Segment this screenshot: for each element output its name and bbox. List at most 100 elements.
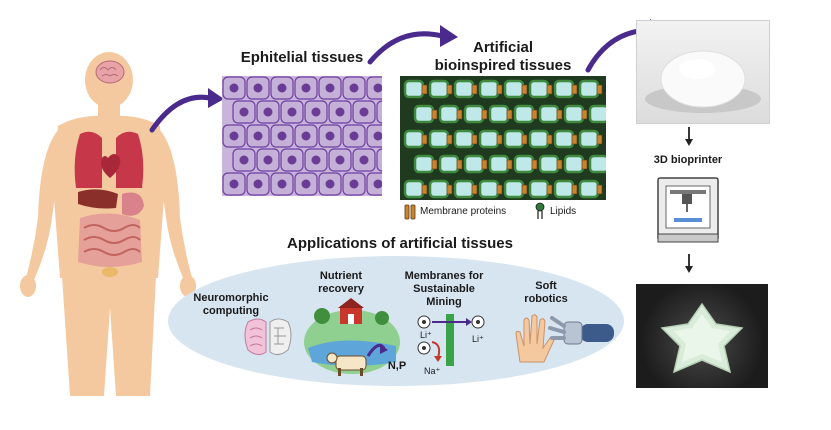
artificial-cell	[538, 154, 560, 174]
artificial-cell	[538, 104, 560, 124]
membrane-protein-icon	[404, 204, 416, 220]
membrane-protein	[496, 84, 503, 95]
membrane-protein	[556, 109, 563, 120]
artificial-cell	[588, 154, 606, 174]
membrane-protein	[431, 159, 438, 170]
membranes-label-1: Membranes for	[404, 270, 484, 282]
arrow-epithelial-to-artificial	[367, 25, 458, 65]
membrane-protein	[456, 109, 463, 120]
membranes-label-2: Sustainable	[413, 283, 475, 295]
membrane-protein	[531, 109, 538, 120]
cell-nucleus	[229, 131, 239, 141]
membrane-protein	[471, 84, 478, 95]
membrane-protein	[446, 134, 453, 145]
bioprinter-icon	[657, 177, 719, 243]
soft-robotics-label-2: robotics	[524, 293, 568, 305]
cell-nucleus	[373, 179, 382, 189]
artificial-cell	[463, 154, 485, 174]
artificial-cell	[428, 129, 450, 149]
cell-nucleus	[263, 155, 273, 165]
artificial-cell	[513, 104, 535, 124]
membrane-protein	[571, 134, 578, 145]
artificial-cell	[403, 79, 425, 99]
membrane-protein	[421, 84, 428, 95]
artificial-cell	[478, 79, 500, 99]
artificial-cell	[588, 104, 606, 124]
applications-title: Applications of artificial tissues	[287, 235, 513, 252]
artificial-cell	[563, 154, 585, 174]
membrane-protein	[456, 159, 463, 170]
ion-li-right: Li⁺	[472, 334, 484, 344]
cell-nucleus	[335, 107, 345, 117]
artificial-cell	[403, 179, 425, 199]
nutrient-label-2: recovery	[318, 283, 364, 295]
membrane-protein	[571, 184, 578, 195]
artificial-cell	[438, 104, 460, 124]
ion-membrane-icon	[417, 314, 485, 366]
membrane-protein	[531, 159, 538, 170]
cell-nucleus	[359, 155, 369, 165]
artificial-cell	[453, 179, 475, 199]
robotic-hand-icon	[515, 314, 614, 363]
artificial-cell	[413, 104, 435, 124]
cell-nucleus	[253, 83, 263, 93]
membrane-protein	[546, 184, 553, 195]
epithelial-title: Ephitelial tissues	[240, 49, 364, 66]
artificial-cell	[413, 154, 435, 174]
printed-gel-photo	[636, 20, 770, 124]
cell-nucleus	[373, 83, 382, 93]
cell-nucleus	[349, 131, 359, 141]
nutrient-arrow-icon	[366, 343, 388, 357]
cell-nucleus	[301, 83, 311, 93]
cell-nucleus	[325, 83, 335, 93]
cell-nucleus	[325, 179, 335, 189]
membrane-protein	[521, 134, 528, 145]
artificial-tissue-image	[400, 76, 606, 200]
membrane-protein	[481, 109, 488, 120]
bioprinter-label: 3D bioprinter	[653, 154, 723, 166]
cell-nucleus	[263, 107, 273, 117]
membrane-protein	[481, 159, 488, 170]
brain-icon	[95, 60, 125, 84]
membrane-protein	[431, 109, 438, 120]
cell-nucleus	[311, 155, 321, 165]
artificial-cell	[428, 79, 450, 99]
artificial-cell	[403, 129, 425, 149]
arrow-body-to-epithelial	[149, 88, 224, 133]
ion-li-left: Li⁺	[420, 330, 432, 340]
cell-nucleus	[229, 179, 239, 189]
printed-star-photo	[636, 284, 768, 388]
cell-nucleus	[239, 107, 249, 117]
artificial-cell	[563, 104, 585, 124]
cell-nucleus	[311, 107, 321, 117]
neuromorphic-label-1: Neuromorphic	[193, 292, 269, 304]
cell-nucleus	[335, 155, 345, 165]
membrane-protein	[446, 84, 453, 95]
cell-nucleus	[349, 179, 359, 189]
artificial-cell	[513, 154, 535, 174]
brain-circuit-icon	[244, 318, 292, 356]
membranes-label-3: Mining	[426, 296, 462, 308]
membrane-protein	[581, 109, 588, 120]
epithelial-tissue-image	[222, 76, 382, 196]
membrane-protein	[496, 134, 503, 145]
cell-nucleus	[301, 131, 311, 141]
cell-nucleus	[349, 83, 359, 93]
artificial-cell	[503, 129, 525, 149]
cell-nucleus	[301, 179, 311, 189]
membrane-protein	[596, 184, 603, 195]
artificial-cell	[488, 104, 510, 124]
nutrient-chem-label: N,P	[387, 360, 407, 372]
applications-ellipse	[168, 256, 624, 386]
nutrient-label-1: Nutrient	[319, 270, 363, 282]
membrane-protein	[596, 84, 603, 95]
artificial-cell	[453, 79, 475, 99]
membrane-protein	[506, 109, 513, 120]
cell-nucleus	[253, 131, 263, 141]
artificial-cell	[528, 179, 550, 199]
artificial-cell	[463, 104, 485, 124]
epithelial-cell	[376, 148, 382, 172]
membrane-protein	[556, 159, 563, 170]
cell-nucleus	[287, 107, 297, 117]
artificial-cell	[553, 79, 575, 99]
